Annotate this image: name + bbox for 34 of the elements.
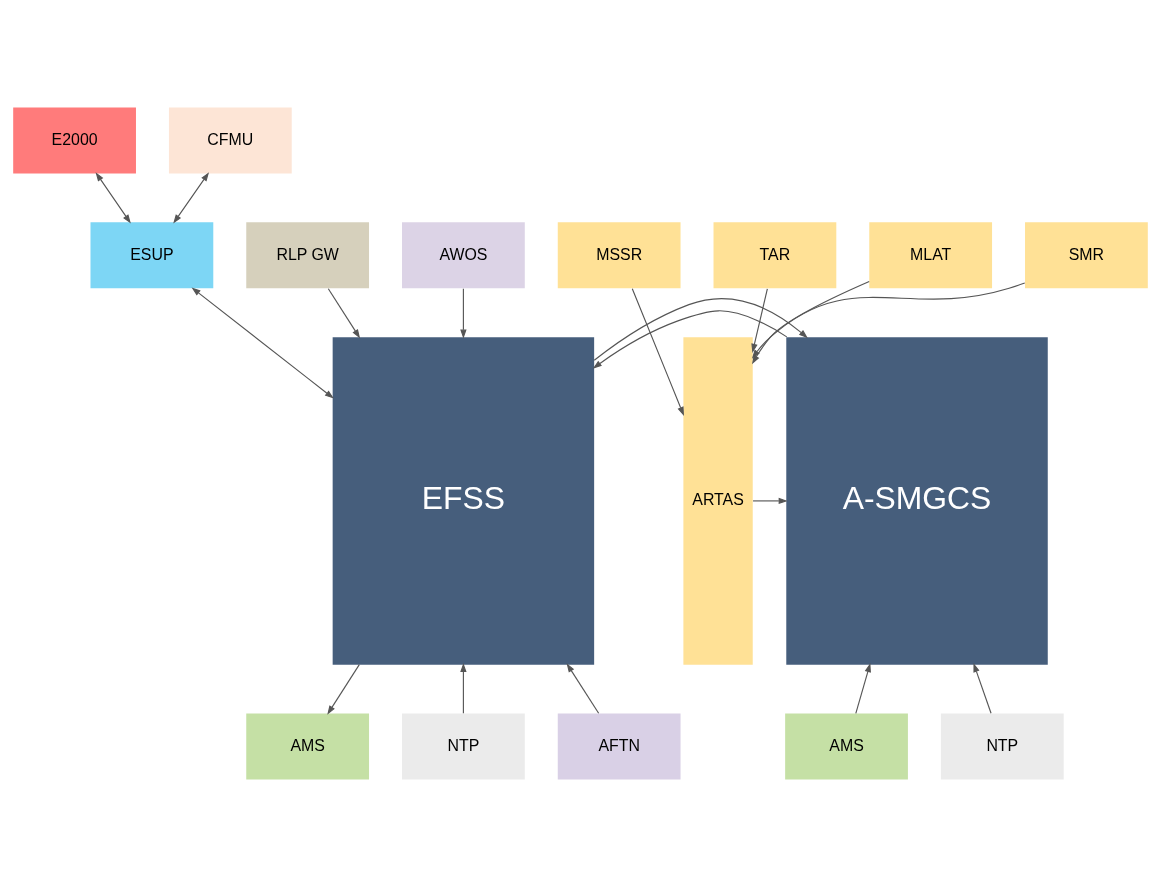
arrow (460, 662, 467, 714)
node-box: ARTAS (683, 336, 753, 665)
arrow (593, 297, 808, 361)
node-box: E2000 (13, 107, 136, 173)
node-box: AMS (246, 713, 370, 779)
node-box: MLAT (869, 221, 993, 288)
node-box: AFTN (557, 713, 681, 779)
arrow (327, 287, 361, 338)
node-box: NTP (402, 713, 525, 779)
node-box: AMS (785, 713, 908, 779)
node-box: MSSR (557, 221, 681, 288)
node-box: ESUP (90, 221, 214, 288)
node-box: AWOS (402, 221, 525, 288)
arrow (751, 287, 768, 353)
arrow (592, 309, 788, 369)
arrow (751, 282, 1026, 359)
arrow (460, 287, 467, 339)
node-box: A-SMGCS (786, 336, 1048, 665)
arrow (173, 171, 210, 224)
arrow (973, 662, 992, 714)
arrow (327, 663, 360, 715)
arrow (855, 662, 871, 714)
node-box: EFSS (332, 336, 595, 665)
node-box: CFMU (168, 107, 292, 173)
node-box: TAR (713, 221, 837, 288)
arrow (751, 280, 870, 364)
node-box: RLP GW (246, 221, 370, 288)
node-box: SMR (1025, 221, 1148, 288)
arrow (631, 287, 684, 416)
arrow (752, 497, 788, 504)
arrow (95, 171, 131, 224)
arrow (566, 662, 600, 714)
arrow (191, 286, 334, 399)
node-box: NTP (940, 713, 1064, 779)
